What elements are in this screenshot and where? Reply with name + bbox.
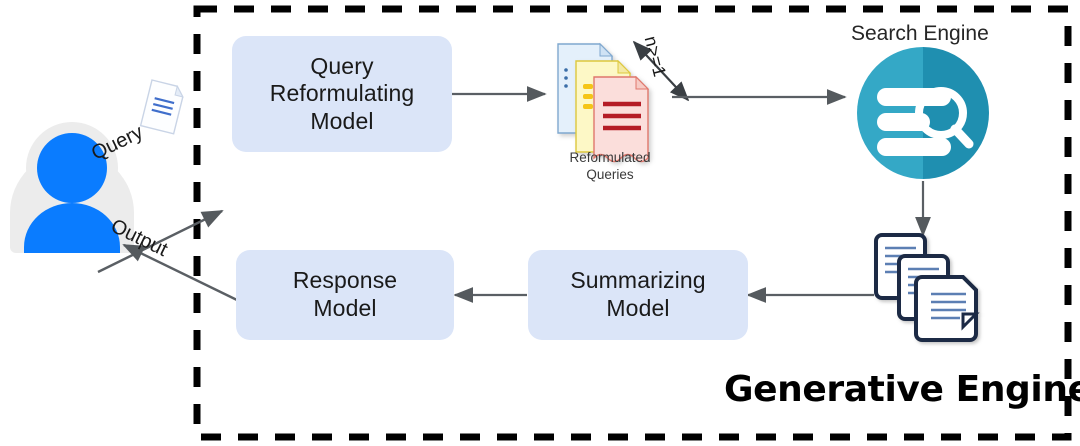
generative-engine-title: Generative Engine [724, 369, 1080, 410]
search-engine-icon [857, 47, 989, 179]
edge-query-arrow [97, 209, 224, 274]
multiplicity-arrow [632, 40, 690, 102]
node-response-model[interactable]: Response Model [236, 250, 454, 340]
node-query-reformulating-model[interactable]: Query Reformulating Model [232, 36, 452, 152]
query-document-icon [139, 79, 184, 135]
edge-output-arrow [122, 243, 238, 302]
search-engine-label: Search Engine [851, 22, 989, 45]
reformulated-queries-caption: Reformulated Queries [569, 150, 651, 182]
node-summarizing-model[interactable]: Summarizing Model [528, 250, 748, 340]
reformulated-queries-stack [557, 42, 650, 163]
retrieved-documents-stack [874, 233, 980, 342]
user-avatar [10, 122, 134, 253]
